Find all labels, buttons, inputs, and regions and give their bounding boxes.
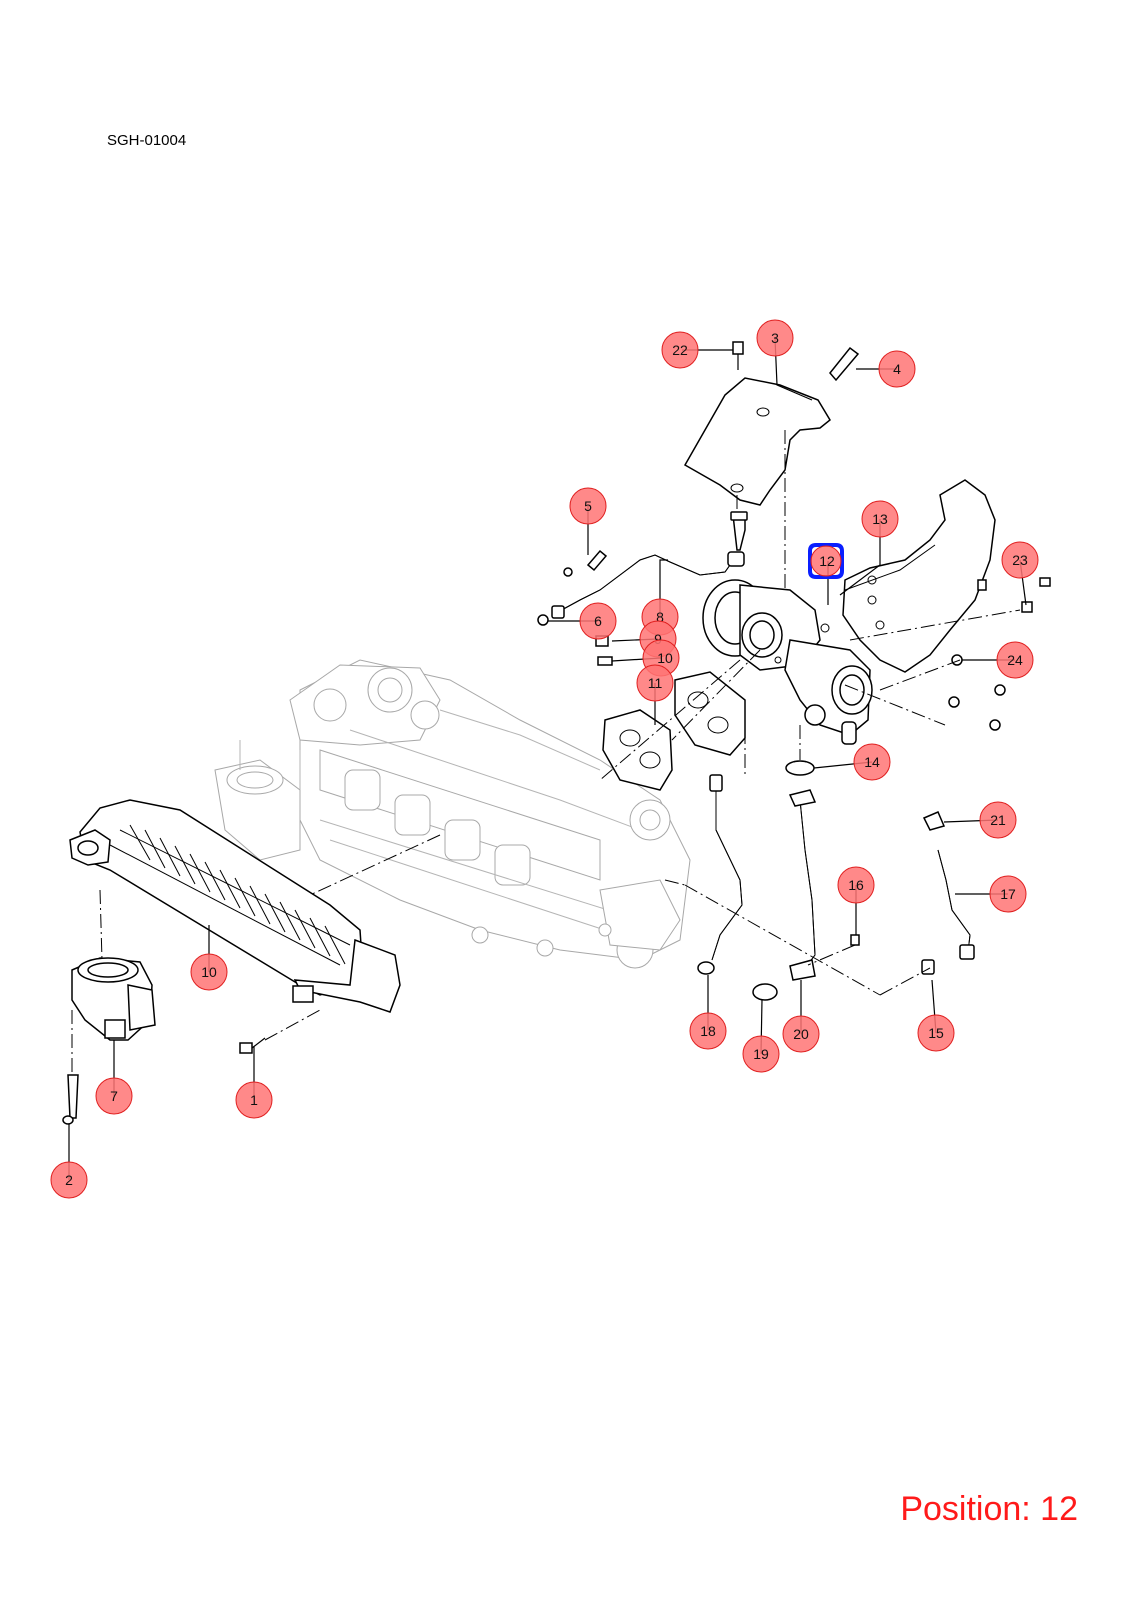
callout-22[interactable]: 22 — [661, 331, 699, 369]
svg-text:14: 14 — [864, 754, 880, 770]
svg-text:13: 13 — [872, 511, 888, 527]
diagram-code: SGH-01004 — [107, 132, 187, 149]
svg-text:2: 2 — [65, 1172, 73, 1188]
svg-text:4: 4 — [893, 361, 901, 377]
oil-feed-pipe — [551, 511, 748, 619]
svg-text:9: 9 — [654, 631, 662, 647]
callout-10a[interactable]: 10 — [190, 953, 228, 991]
callout-2[interactable]: 2 — [50, 1161, 88, 1199]
svg-text:5: 5 — [584, 498, 592, 514]
svg-text:17: 17 — [1000, 886, 1016, 902]
callout-3[interactable]: 3 — [756, 319, 794, 357]
svg-text:10: 10 — [657, 650, 673, 666]
svg-text:22: 22 — [672, 342, 688, 358]
fasteners — [62, 341, 1051, 1125]
callout-1[interactable]: 1 — [235, 1081, 273, 1119]
callout-17[interactable]: 17 — [989, 875, 1027, 913]
svg-text:6: 6 — [594, 613, 602, 629]
callout-16[interactable]: 16 — [837, 866, 875, 904]
callout-13[interactable]: 13 — [861, 500, 899, 538]
callout-18[interactable]: 18 — [689, 1012, 727, 1050]
heat-shield-right — [842, 479, 996, 673]
callouts: 1 2 3 4 5 6 7 8 9 10 10 11 12 13 14 15 1… — [50, 319, 1039, 1199]
turbo-gaskets — [602, 671, 746, 791]
assembly-lines — [71, 430, 1021, 1075]
svg-text:16: 16 — [848, 877, 864, 893]
svg-text:15: 15 — [928, 1025, 944, 1041]
svg-text:8: 8 — [656, 609, 664, 625]
svg-text:10: 10 — [201, 964, 217, 980]
svg-text:12: 12 — [819, 553, 835, 569]
callout-12[interactable]: 12 — [808, 543, 844, 579]
svg-text:11: 11 — [648, 675, 663, 691]
svg-text:18: 18 — [700, 1023, 716, 1039]
callout-15[interactable]: 15 — [917, 1014, 955, 1052]
callout-19[interactable]: 19 — [742, 1035, 780, 1073]
callout-5[interactable]: 5 — [569, 487, 607, 525]
intake-manifold — [69, 799, 401, 1013]
heat-shield-upper — [683, 377, 831, 506]
callout-23[interactable]: 23 — [1001, 541, 1039, 579]
position-indicator: Position: 12 — [900, 1490, 1078, 1528]
callout-6[interactable]: 6 — [579, 602, 617, 640]
callout-7[interactable]: 7 — [95, 1077, 133, 1115]
callout-4[interactable]: 4 — [878, 350, 916, 388]
engine-cylinder-head — [214, 659, 691, 969]
oil-return-pipe — [697, 774, 817, 1001]
svg-text:1: 1 — [250, 1092, 258, 1108]
callout-20[interactable]: 20 — [782, 1015, 820, 1053]
svg-text:20: 20 — [793, 1026, 809, 1042]
svg-text:24: 24 — [1007, 652, 1023, 668]
callout-14[interactable]: 14 — [853, 743, 891, 781]
callout-21[interactable]: 21 — [979, 801, 1017, 839]
svg-text:7: 7 — [110, 1088, 118, 1104]
callout-11[interactable]: 11 — [636, 664, 674, 702]
svg-text:3: 3 — [771, 330, 779, 346]
svg-text:23: 23 — [1012, 552, 1028, 568]
throttle-body — [71, 957, 156, 1041]
callout-24[interactable]: 24 — [996, 641, 1034, 679]
coolant-hose — [921, 811, 975, 975]
turbocharger — [702, 579, 873, 745]
svg-text:21: 21 — [990, 812, 1006, 828]
svg-text:19: 19 — [753, 1046, 769, 1062]
